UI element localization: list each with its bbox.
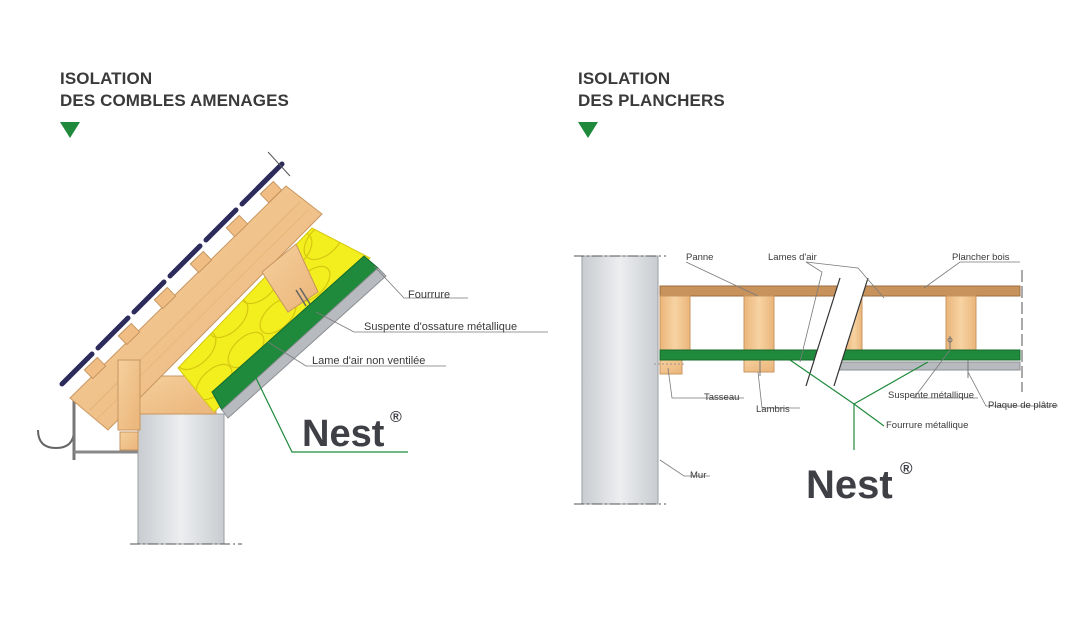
left-heading-line2: DES COMBLES AMENAGES	[60, 91, 290, 110]
floor-diagram: Panne Lames d'air Plancher bois Tasseau …	[574, 252, 1058, 507]
right-heading-line1: ISOLATION	[578, 69, 671, 88]
label-plancher-bois: Plancher bois	[952, 252, 1010, 263]
floor-plasterboard	[837, 361, 1021, 371]
tasseau-block	[659, 359, 683, 375]
floor-nest-leader-lines	[789, 359, 929, 450]
plasterboard	[221, 267, 387, 419]
roof-diagram: Fourrure Suspente d'ossature métallique …	[37, 151, 548, 545]
label-suspente-ossature: Suspente d'ossature métallique	[364, 321, 517, 333]
label-suspente-metallique: Suspente métallique	[888, 390, 974, 401]
right-triangle-marker-icon	[578, 122, 598, 138]
label-panne: Panne	[686, 252, 713, 263]
label-fourrure: Fourrure	[408, 289, 450, 301]
joists	[659, 295, 977, 353]
floor-wall	[581, 255, 659, 505]
label-plaque-platre: Plaque de plâtre	[988, 400, 1057, 411]
gutter-icon	[37, 400, 140, 460]
label-lambris: Lambris	[756, 404, 790, 415]
left-heading-line1: ISOLATION	[60, 69, 153, 88]
small-block	[119, 431, 139, 451]
label-lames-air: Lames d'air	[768, 252, 817, 263]
left-leader-lines	[267, 265, 548, 367]
roof-wall	[137, 413, 225, 545]
left-nest-registered-mark: ®	[390, 409, 402, 426]
break-cut	[806, 278, 868, 386]
label-fourrure-metallique: Fourrure métallique	[886, 420, 968, 431]
label-lame-air: Lame d'air non ventilée	[312, 355, 425, 367]
left-triangle-marker-icon	[60, 122, 80, 138]
post	[117, 359, 141, 431]
hanger-icon	[759, 336, 969, 378]
battens	[83, 180, 283, 380]
suspension-clip-icon	[295, 287, 311, 307]
nest-leader-line	[255, 377, 408, 453]
lambris-block	[743, 359, 775, 373]
left-nest-logo: Nest	[302, 413, 385, 455]
left-heading: ISOLATION DES COMBLES AMENAGES	[60, 68, 289, 112]
label-tasseau: Tasseau	[704, 392, 739, 403]
right-nest-registered-mark: ®	[900, 459, 913, 478]
label-mur: Mur	[690, 470, 706, 481]
right-heading-line2: DES PLANCHERS	[578, 91, 725, 110]
right-leader-lines	[659, 261, 1058, 477]
roof-tiles	[59, 161, 285, 387]
right-nest-logo: Nest	[806, 463, 893, 507]
right-heading: ISOLATION DES PLANCHERS	[578, 68, 725, 112]
